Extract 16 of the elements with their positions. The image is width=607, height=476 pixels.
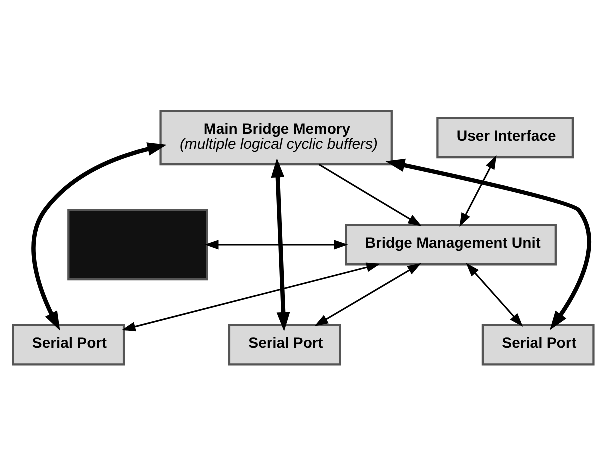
node-box: Main Bridge Memory (multiple logical cyclic buffers): [160, 110, 393, 166]
arrow: [204, 240, 348, 250]
arrow: [32, 142, 167, 331]
node-box: Serial Port: [12, 324, 126, 366]
arrow: [460, 156, 497, 228]
node-box: Serial Port: [482, 324, 595, 366]
arrow: [318, 164, 422, 226]
arrow: [314, 263, 422, 326]
node-box: User Interface: [436, 117, 574, 159]
node-box: Bridge Management Unit: [345, 224, 557, 266]
node-box: Serial Port: [228, 324, 342, 366]
arrow: [271, 158, 290, 332]
arrow: [466, 263, 524, 327]
arrow: [122, 262, 381, 332]
arrow: [386, 158, 592, 330]
node-box: [68, 209, 208, 281]
